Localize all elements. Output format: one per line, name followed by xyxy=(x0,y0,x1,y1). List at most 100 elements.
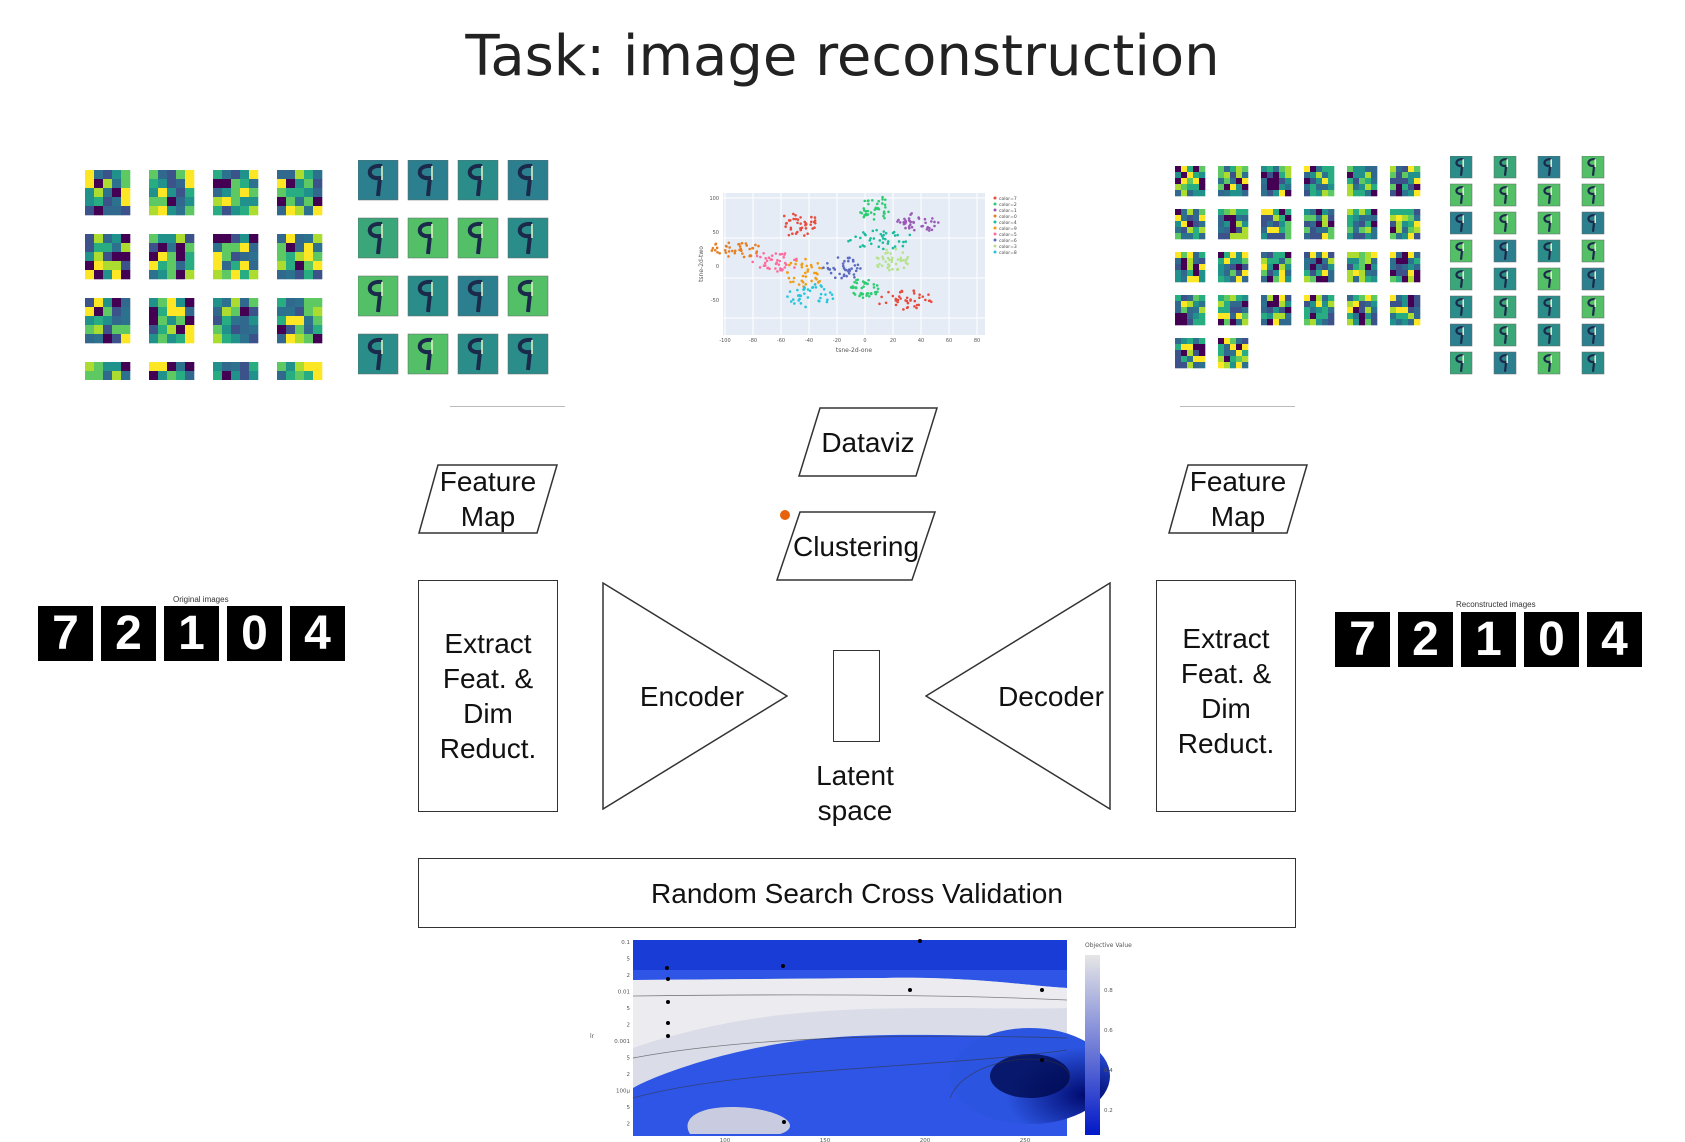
scatter-point xyxy=(873,212,876,216)
scatter-point xyxy=(814,271,818,275)
scatter-point xyxy=(799,226,802,230)
scatter-point xyxy=(909,298,912,301)
filtered-digit-tile xyxy=(507,333,549,375)
filtered-digit-tile xyxy=(1493,295,1517,319)
feature-map-tile xyxy=(1218,295,1249,326)
feature-map-tile xyxy=(1175,338,1206,369)
scatter-point xyxy=(867,292,870,295)
scatter-point xyxy=(912,292,916,295)
scatter-point xyxy=(853,293,857,296)
scatter-point xyxy=(852,286,856,289)
scatter-point xyxy=(882,210,886,213)
feature-map-tile xyxy=(1175,295,1206,326)
scatter-point xyxy=(927,299,931,303)
filtered-digit-tile xyxy=(457,160,499,201)
scatter-point xyxy=(725,245,728,248)
colorbar xyxy=(1085,955,1100,1135)
feature-map-left-node: Feature Map xyxy=(418,464,558,534)
scatter-point xyxy=(804,282,808,286)
feature-map-tile xyxy=(85,234,131,280)
scatter-point xyxy=(829,271,833,275)
scatter-point xyxy=(869,292,873,296)
scatter-point xyxy=(715,246,719,250)
scatter-point xyxy=(806,232,809,235)
scatter-point xyxy=(803,234,806,237)
filtered-digits-left xyxy=(358,160,549,375)
legend-marker xyxy=(993,220,997,224)
scatter-point xyxy=(800,265,804,269)
feature-map-tile xyxy=(1261,209,1292,240)
scatter-point xyxy=(899,259,903,262)
filtered-digit-tile xyxy=(457,217,499,259)
scatter-point xyxy=(867,199,870,203)
scatter-point xyxy=(849,286,853,289)
feature-map-tile xyxy=(1218,338,1249,369)
y-tick-label: 0.01 xyxy=(618,990,630,996)
feature-map-tile xyxy=(85,170,131,216)
scatter-point xyxy=(905,296,909,300)
scatter-point xyxy=(875,228,878,232)
scatter-point xyxy=(920,224,923,228)
scatter-point xyxy=(855,266,859,270)
scatter-point xyxy=(900,289,904,293)
random-search-box: Random Search Cross Validation xyxy=(418,858,1296,928)
scatter-point xyxy=(805,264,809,268)
scatter-point xyxy=(872,237,876,240)
scatter-point xyxy=(885,248,888,252)
scatter-point xyxy=(841,262,845,265)
filtered-digit-tile xyxy=(1581,183,1605,207)
scatter-point xyxy=(884,231,888,235)
scatter-point xyxy=(727,255,730,258)
scatter-point xyxy=(793,258,796,262)
scatter-point xyxy=(847,259,850,263)
feature-map-tile xyxy=(277,362,323,380)
scatter-point xyxy=(836,256,840,259)
scatter-point xyxy=(763,261,767,265)
scatter-point xyxy=(872,283,876,286)
scatter-point xyxy=(906,301,910,305)
scatter-point xyxy=(884,260,887,263)
scatter-point xyxy=(810,265,814,269)
scatter-point xyxy=(912,220,915,224)
scatter-point xyxy=(840,276,843,280)
scatter-point xyxy=(896,268,899,272)
scatter-point xyxy=(792,212,795,216)
filtered-digit-tile xyxy=(1450,183,1473,207)
scatter-point xyxy=(826,262,829,265)
scatter-point xyxy=(783,253,786,256)
feature-map-tile xyxy=(1304,209,1335,240)
scatter-point xyxy=(757,244,760,248)
scatter-point xyxy=(811,227,814,230)
scatter-point xyxy=(847,270,850,273)
scatter-point xyxy=(859,267,862,270)
page-title: Task: image reconstruction xyxy=(0,24,1685,89)
scatter-point xyxy=(789,261,793,265)
scatter-point xyxy=(795,257,798,261)
scatter-point xyxy=(778,259,782,263)
feature-map-tile xyxy=(149,234,195,280)
colorbar-tick: 0.8 xyxy=(1104,988,1113,994)
y-tick-label: 5 xyxy=(627,1006,631,1012)
trial-point xyxy=(666,1000,670,1004)
digit-tile: 2 xyxy=(101,606,156,661)
scatter-point xyxy=(873,290,877,294)
scatter-point xyxy=(847,239,850,243)
scatter-point xyxy=(890,258,894,262)
original-digits: 7 2 1 0 4 xyxy=(38,606,345,661)
scatter-point xyxy=(789,228,793,231)
scatter-point xyxy=(733,249,737,253)
scatter-point xyxy=(859,236,862,240)
scatter-point xyxy=(796,218,800,221)
scatter-point xyxy=(888,258,891,262)
scatter-point xyxy=(852,273,856,276)
scatter-point xyxy=(909,220,913,224)
scatter-point xyxy=(749,254,753,258)
scatter-point xyxy=(896,258,900,261)
scatter-point xyxy=(776,258,779,262)
filtered-digit-tile xyxy=(407,217,449,259)
filtered-digit-tile xyxy=(358,333,399,375)
scatter-point xyxy=(814,286,818,289)
scatter-point xyxy=(845,274,848,278)
scatter-point xyxy=(788,219,792,222)
